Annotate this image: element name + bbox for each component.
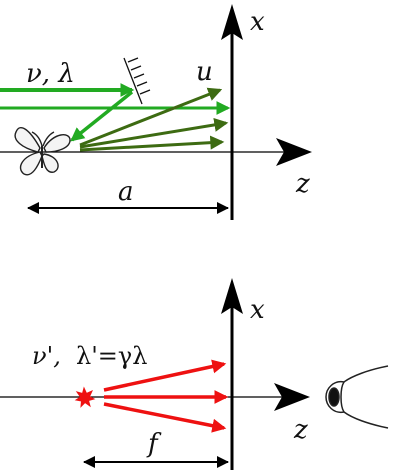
distance-a-label: a [118, 177, 134, 207]
reflected-beam-3 [79, 135, 225, 152]
beam-label-nu-lambda: ν, λ [26, 59, 75, 89]
emitted-beam-upper [103, 359, 227, 392]
frequency-label-nu-prime: ν', [32, 342, 61, 370]
wavelength-label: λ'=γλ [76, 342, 147, 370]
beam-to-butterfly [70, 90, 134, 142]
mirror-icon [123, 57, 151, 105]
bottom-x-axis-arrowhead [221, 278, 243, 314]
reflected-label-u: u [196, 57, 213, 87]
top-x-axis-arrowhead [221, 4, 243, 40]
emitted-beam-lower [103, 402, 227, 433]
reflected-beam-1 [79, 87, 223, 147]
top-panel: x z ν, λ u [0, 4, 312, 220]
eye-icon [325, 365, 389, 429]
distance-f-label: f [146, 429, 162, 459]
top-axis-z-label: z [295, 169, 310, 199]
top-axis-x-label: x [250, 7, 265, 37]
bottom-panel: x z ν', λ'=γλ f [0, 278, 389, 470]
butterfly-icon [14, 127, 71, 176]
bottom-z-axis-arrowhead [274, 383, 310, 411]
star-source-icon [74, 386, 96, 408]
reflected-beam-2 [79, 117, 229, 149]
top-z-axis-arrowhead [276, 138, 312, 166]
bottom-axis-x-label: x [250, 295, 265, 325]
bottom-axis-z-label: z [293, 415, 308, 445]
